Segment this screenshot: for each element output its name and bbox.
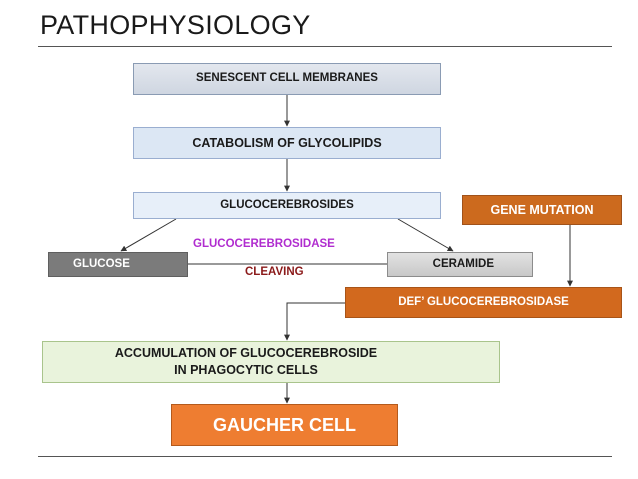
accumulation-line-2: IN PHAGOCYTIC CELLS (174, 363, 318, 377)
arrow-to-ceramide (397, 218, 454, 252)
enzyme-label: GLUCOCEREBROSIDASE (193, 238, 335, 250)
bottom-divider (38, 456, 612, 457)
slide-title: PATHOPHYSIOLOGY (40, 10, 311, 40)
def-glucocerebrosidase-box: DEF’ GLUCOCEREBROSIDASE (345, 287, 622, 318)
gene-mutation-box: GENE MUTATION (462, 195, 622, 225)
senescent-cell-membranes-box: SENESCENT CELL MEMBRANES (133, 63, 441, 95)
accumulation-box: ACCUMULATION OF GLUCOCEREBROSIDE IN PHAG… (42, 341, 500, 383)
gaucher-cell-box: GAUCHER CELL (171, 404, 398, 446)
top-divider (38, 46, 612, 47)
arrow-def-to-accumulation (284, 302, 345, 341)
accumulation-line-1: ACCUMULATION OF GLUCOCEREBROSIDE (114, 346, 378, 361)
arrow-to-glucose (120, 218, 177, 252)
ceramide-box: CERAMIDE (387, 252, 533, 277)
glucose-box: GLUCOSE (48, 252, 188, 277)
cleaving-label: CLEAVING (245, 266, 304, 278)
catabolism-box: CATABOLISM OF GLYCOLIPIDS (133, 127, 441, 159)
glucocerebrosides-box: GLUCOCEREBROSIDES (133, 192, 441, 219)
